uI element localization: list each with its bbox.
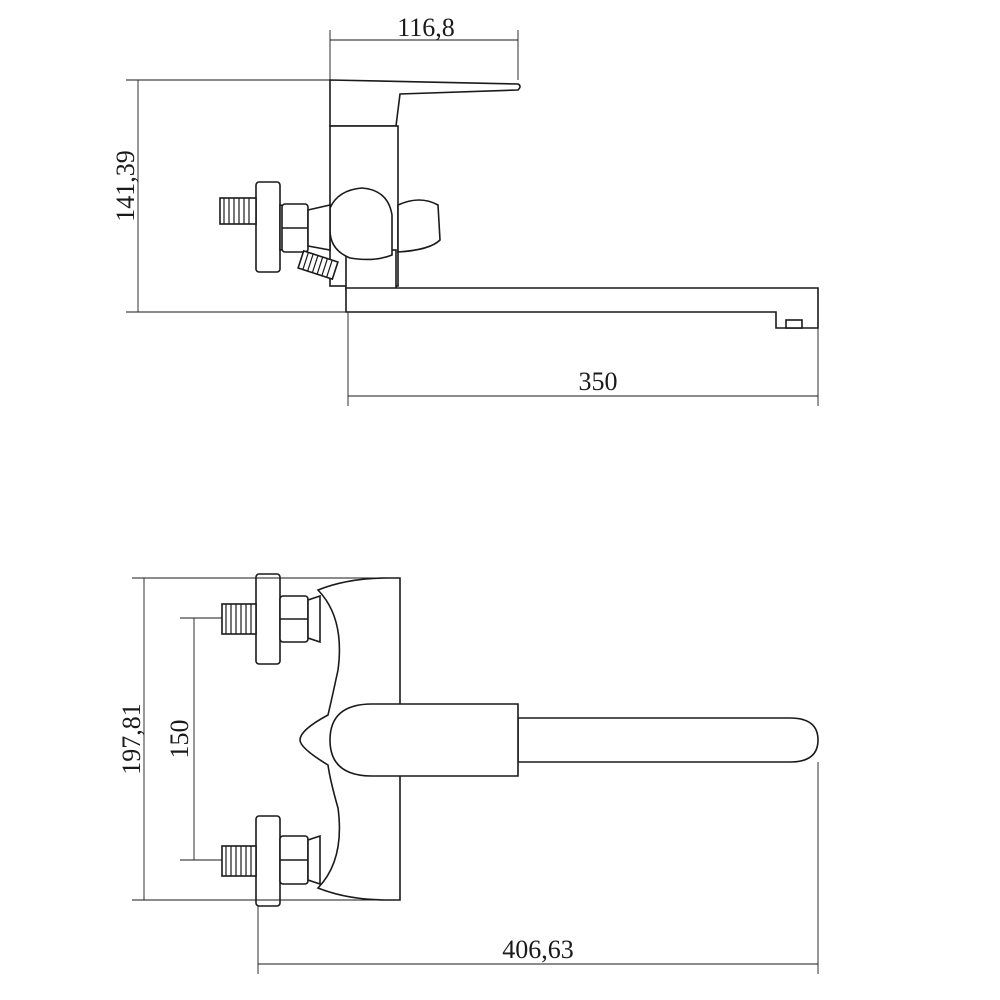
dimension-height: 141,39 <box>111 79 346 313</box>
top-lower-flange <box>255 815 281 907</box>
top-handle-disk <box>329 703 519 777</box>
top-upper-inlet <box>221 573 321 665</box>
side-flange <box>255 181 281 273</box>
side-inlet-thread <box>219 197 257 225</box>
dimension-overall-length: 406,63 <box>257 762 819 974</box>
side-spout <box>345 287 819 329</box>
top-lower-thread <box>221 845 257 877</box>
dimension-body-width: 197,81 <box>117 577 380 901</box>
dim-label-body-width: 197,81 <box>117 703 146 775</box>
side-eccentric <box>307 203 331 251</box>
top-upper-thread <box>221 603 257 635</box>
dimension-spout-length: 350 <box>347 312 819 406</box>
dim-label-inlet-spacing: 150 <box>165 720 194 759</box>
dim-label-spout-length: 350 <box>579 367 618 396</box>
dimension-inlet-spacing: 150 <box>165 617 222 861</box>
top-upper-flange <box>255 573 281 665</box>
top-lower-inlet <box>221 815 321 907</box>
top-spout <box>517 717 819 763</box>
side-view <box>219 79 819 329</box>
dim-label-height: 141,39 <box>111 150 140 222</box>
top-view <box>221 573 819 907</box>
side-handle-lever <box>329 79 521 127</box>
side-diverter-knob <box>397 199 441 253</box>
dim-label-overall-length: 406,63 <box>502 935 574 964</box>
side-aerator <box>785 319 803 329</box>
side-connector-bulge <box>329 187 393 261</box>
dimension-handle-length: 116,8 <box>329 13 519 80</box>
dim-label-handle-length: 116,8 <box>397 13 455 42</box>
